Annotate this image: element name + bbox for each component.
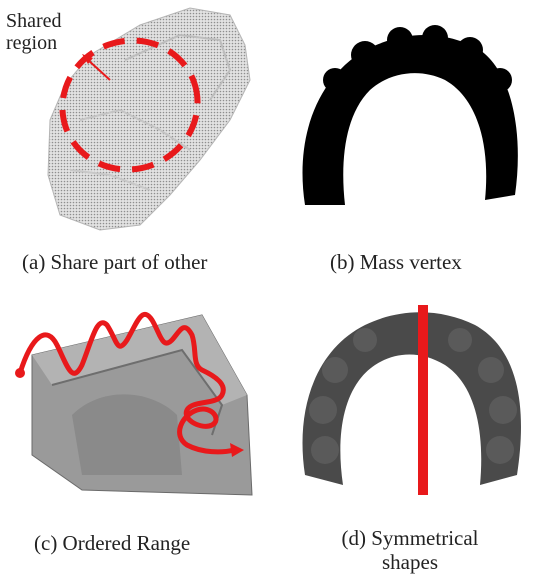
shared-region-label: Shared region	[6, 10, 62, 54]
caption-a: (a) Share part of other	[22, 250, 207, 275]
panel-c-figure	[12, 295, 272, 515]
caption-d-line2: shapes	[310, 550, 510, 574]
caption-d: (d) Symmetrical shapes	[310, 526, 510, 574]
symmetry-axis	[418, 305, 428, 495]
caption-c: (c) Ordered Range	[34, 531, 190, 556]
panel-b-figure	[295, 20, 525, 220]
caption-b: (b) Mass vertex	[330, 250, 462, 275]
caption-d-line1: (d) Symmetrical	[310, 526, 510, 550]
panel-d-figure	[295, 300, 525, 500]
panel-a-figure	[30, 0, 280, 240]
shared-label-line2: region	[6, 32, 62, 54]
mass-vertex-arch	[303, 35, 518, 205]
shared-label-line1: Shared	[6, 10, 62, 32]
